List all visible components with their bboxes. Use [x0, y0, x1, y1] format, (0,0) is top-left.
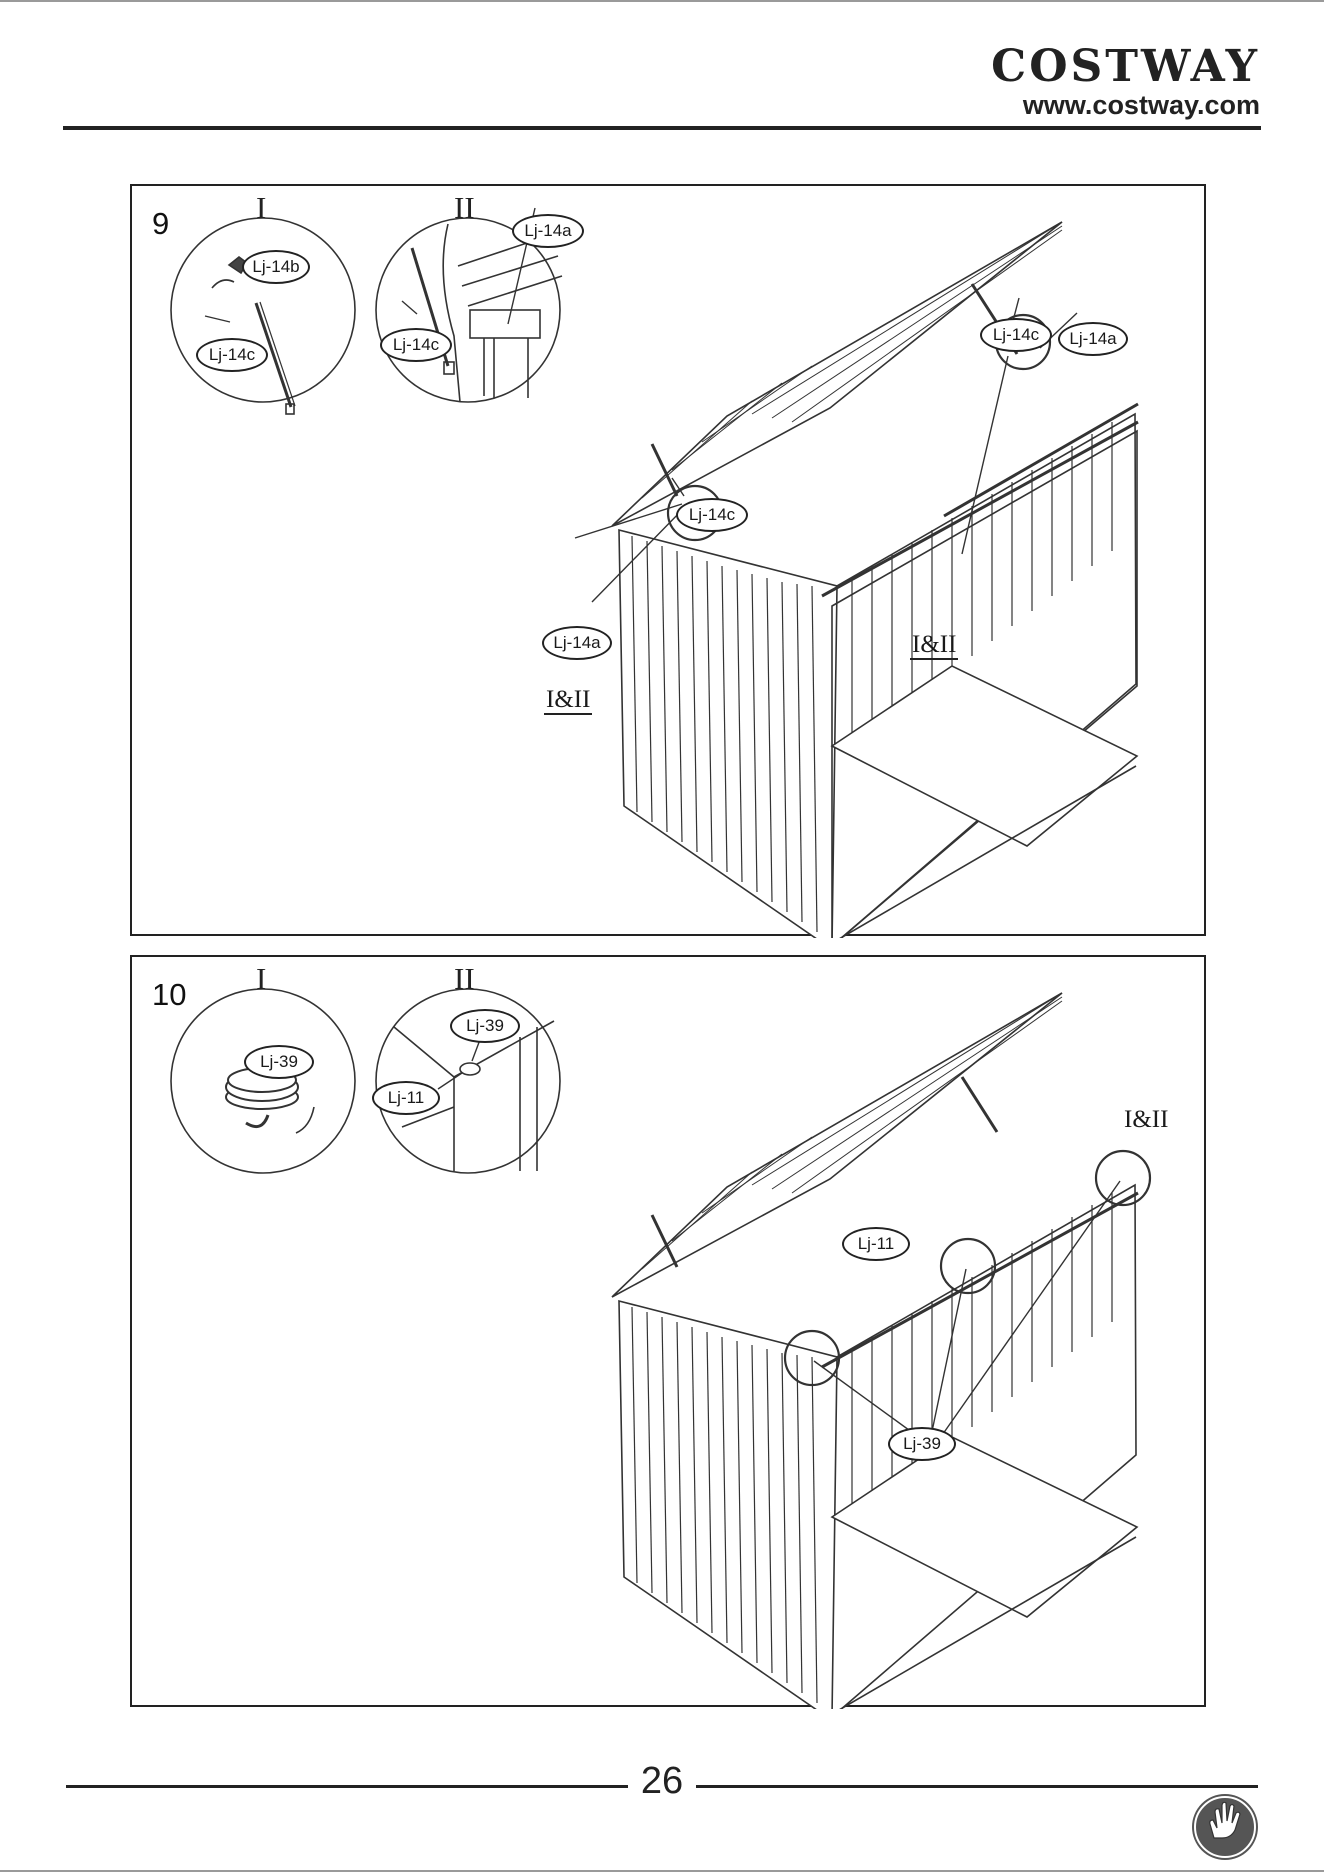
- detail-label-1: I: [256, 190, 266, 226]
- callout-lj-14c: Lj-14c: [980, 318, 1052, 352]
- callout-lj-39: Lj-39: [244, 1045, 314, 1079]
- callout-lj-14a: Lj-14a: [512, 214, 584, 248]
- shed-lid: [612, 993, 1062, 1297]
- callout-lj-14a: Lj-14a: [542, 626, 612, 660]
- detail-label-2: II: [454, 961, 475, 997]
- brand-block: COSTWAY www.costway.com: [991, 44, 1260, 120]
- footer-rule-left: [66, 1785, 628, 1788]
- page-number: 26: [640, 1760, 684, 1803]
- top-edge-line: [0, 0, 1324, 2]
- callout-lj-39: Lj-39: [888, 1427, 956, 1461]
- callout-lj-14a: Lj-14a: [1058, 322, 1128, 356]
- step-9-illustration: [132, 186, 1208, 938]
- reference-label: I&II: [544, 687, 592, 715]
- callout-lj-39: Lj-39: [450, 1009, 520, 1043]
- reference-label: I&II: [910, 632, 958, 660]
- brand-name: COSTWAY: [991, 44, 1260, 90]
- callout-lj-14c: Lj-14c: [676, 498, 748, 532]
- footer-rule-right: [696, 1785, 1258, 1788]
- callout-lj-14c: Lj-14c: [196, 338, 268, 372]
- shed-back-wall: [832, 1185, 1136, 1709]
- callout-lj-11: Lj-11: [842, 1227, 910, 1261]
- callout-lj-14b: Lj-14b: [242, 250, 310, 284]
- shed-lid: [612, 222, 1062, 526]
- reference-label: I&II: [1122, 1107, 1170, 1133]
- step-10-panel: 10 I II Lj-39 Lj-39 Lj-11 Lj-11 Lj-39 I&…: [130, 955, 1206, 1707]
- header-rule: [63, 126, 1261, 130]
- brand-url: www.costway.com: [991, 90, 1260, 120]
- step-9-panel: 9 I II Lj-14b Lj-14c Lj-14a Lj-14c Lj-14…: [130, 184, 1206, 936]
- callout-lj-14c: Lj-14c: [380, 328, 452, 362]
- detail-label-1: I: [256, 961, 266, 997]
- hand-icon: [1192, 1794, 1258, 1860]
- detail-label-2: II: [454, 190, 475, 226]
- callout-lj-11: Lj-11: [372, 1081, 440, 1115]
- step-number: 10: [152, 977, 186, 1013]
- step-number: 9: [152, 206, 169, 242]
